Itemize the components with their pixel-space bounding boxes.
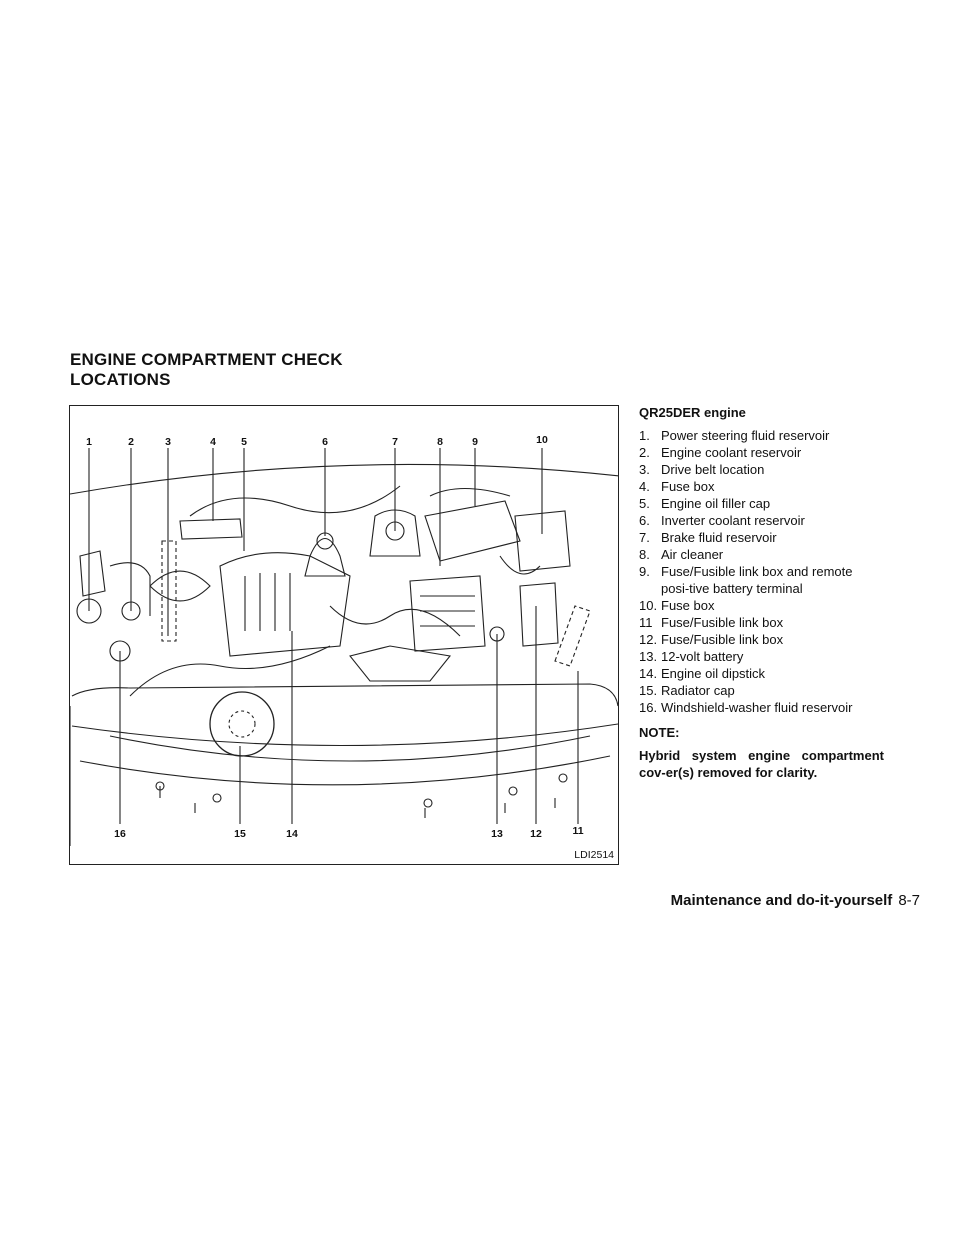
item-text: Engine oil dipstick xyxy=(661,666,766,681)
note-label: NOTE: xyxy=(639,725,680,740)
list-item: 2. Engine coolant reservoir xyxy=(639,444,884,461)
item-number: 5. xyxy=(639,496,650,511)
callout-7: 7 xyxy=(392,436,398,448)
list-item: 16.Windshield-washer fluid reservoir xyxy=(639,699,884,716)
item-text: Fuse box xyxy=(661,598,715,613)
callout-1: 1 xyxy=(86,436,92,448)
item-number: 10. xyxy=(639,598,658,613)
callout-14: 14 xyxy=(286,828,298,840)
callout-12: 12 xyxy=(530,828,542,840)
callout-8: 8 xyxy=(437,436,443,448)
callout-4: 4 xyxy=(210,436,216,448)
callout-9: 9 xyxy=(472,436,478,448)
item-number: 13. xyxy=(639,649,658,664)
list-item: 9. Fuse/Fusible link box and remote posi-… xyxy=(639,563,884,597)
list-item: 13.12-volt battery xyxy=(639,648,884,665)
item-text: Brake fluid reservoir xyxy=(661,530,777,545)
callout-15: 15 xyxy=(234,828,246,840)
item-number: 3. xyxy=(639,462,650,477)
callout-16: 16 xyxy=(114,828,126,840)
section-title: ENGINE COMPARTMENT CHECK LOCATIONS xyxy=(70,350,343,390)
engine-compartment-figure: 1 2 3 4 5 6 7 8 9 10 16 15 14 13 12 11 L… xyxy=(69,405,619,865)
callout-2: 2 xyxy=(128,436,134,448)
item-text: Engine oil filler cap xyxy=(661,496,771,511)
list-item: 3. Drive belt location xyxy=(639,461,884,478)
item-number: 14. xyxy=(639,666,658,681)
item-number: 15. xyxy=(639,683,658,698)
item-number: 7. xyxy=(639,530,650,545)
list-item: 6. Inverter coolant reservoir xyxy=(639,512,884,529)
list-item: 10.Fuse box xyxy=(639,597,884,614)
item-text: Drive belt location xyxy=(661,462,765,477)
item-number: 9. xyxy=(639,564,650,579)
list-item: 8. Air cleaner xyxy=(639,546,884,563)
callout-6: 6 xyxy=(322,436,328,448)
item-number: 6. xyxy=(639,513,650,528)
list-item: 11 Fuse/Fusible link box xyxy=(639,614,884,631)
item-number: 4. xyxy=(639,479,650,494)
list-item: 14.Engine oil dipstick xyxy=(639,665,884,682)
callout-3: 3 xyxy=(165,436,171,448)
list-item: 1. Power steering fluid reservoir xyxy=(639,427,884,444)
section-title-line1: ENGINE COMPARTMENT CHECK xyxy=(70,350,343,369)
callout-10: 10 xyxy=(536,434,548,446)
page-footer: Maintenance and do-it-yourself 8-7 xyxy=(671,892,920,909)
item-text: Fuse/Fusible link box and remote posi-ti… xyxy=(661,564,853,596)
figure-code: LDI2514 xyxy=(574,849,614,861)
item-number: 1. xyxy=(639,428,650,443)
item-text: Power steering fluid reservoir xyxy=(661,428,830,443)
section-title-line2: LOCATIONS xyxy=(70,370,171,389)
item-number: 8. xyxy=(639,547,650,562)
callout-13: 13 xyxy=(491,828,503,840)
page-number: 8-7 xyxy=(898,892,920,909)
callout-11: 11 xyxy=(572,825,584,837)
list-item: 5. Engine oil filler cap xyxy=(639,495,884,512)
content-column: QR25DER engine 1. Power steering fluid re… xyxy=(639,404,884,781)
item-text: Fuse/Fusible link box xyxy=(661,632,784,647)
chapter-title: Maintenance and do-it-yourself xyxy=(670,892,893,909)
item-text: Fuse box xyxy=(661,479,715,494)
item-text: Engine coolant reservoir xyxy=(661,445,802,460)
location-list: 1. Power steering fluid reservoir 2. Engin… xyxy=(639,427,884,716)
item-text: Air cleaner xyxy=(661,547,724,562)
engine-title: QR25DER engine xyxy=(639,405,746,420)
engine-illustration xyxy=(70,448,618,846)
list-item: 7. Brake fluid reservoir xyxy=(639,529,884,546)
item-number: 2. xyxy=(639,445,650,460)
list-item: 15.Radiator cap xyxy=(639,682,884,699)
item-text: Inverter coolant reservoir xyxy=(661,513,805,528)
item-text: Windshield-washer fluid reservoir xyxy=(661,700,853,715)
note-text: Hybrid system engine compartment cov-er(… xyxy=(639,748,884,780)
item-text: Radiator cap xyxy=(661,683,735,698)
item-number: 11 xyxy=(639,615,653,630)
item-text: 12-volt battery xyxy=(661,649,744,664)
item-number: 12. xyxy=(639,632,658,647)
list-item: 12.Fuse/Fusible link box xyxy=(639,631,884,648)
list-item: 4. Fuse box xyxy=(639,478,884,495)
item-number: 16. xyxy=(639,700,658,715)
callout-5: 5 xyxy=(241,436,247,448)
item-text: Fuse/Fusible link box xyxy=(661,615,784,630)
